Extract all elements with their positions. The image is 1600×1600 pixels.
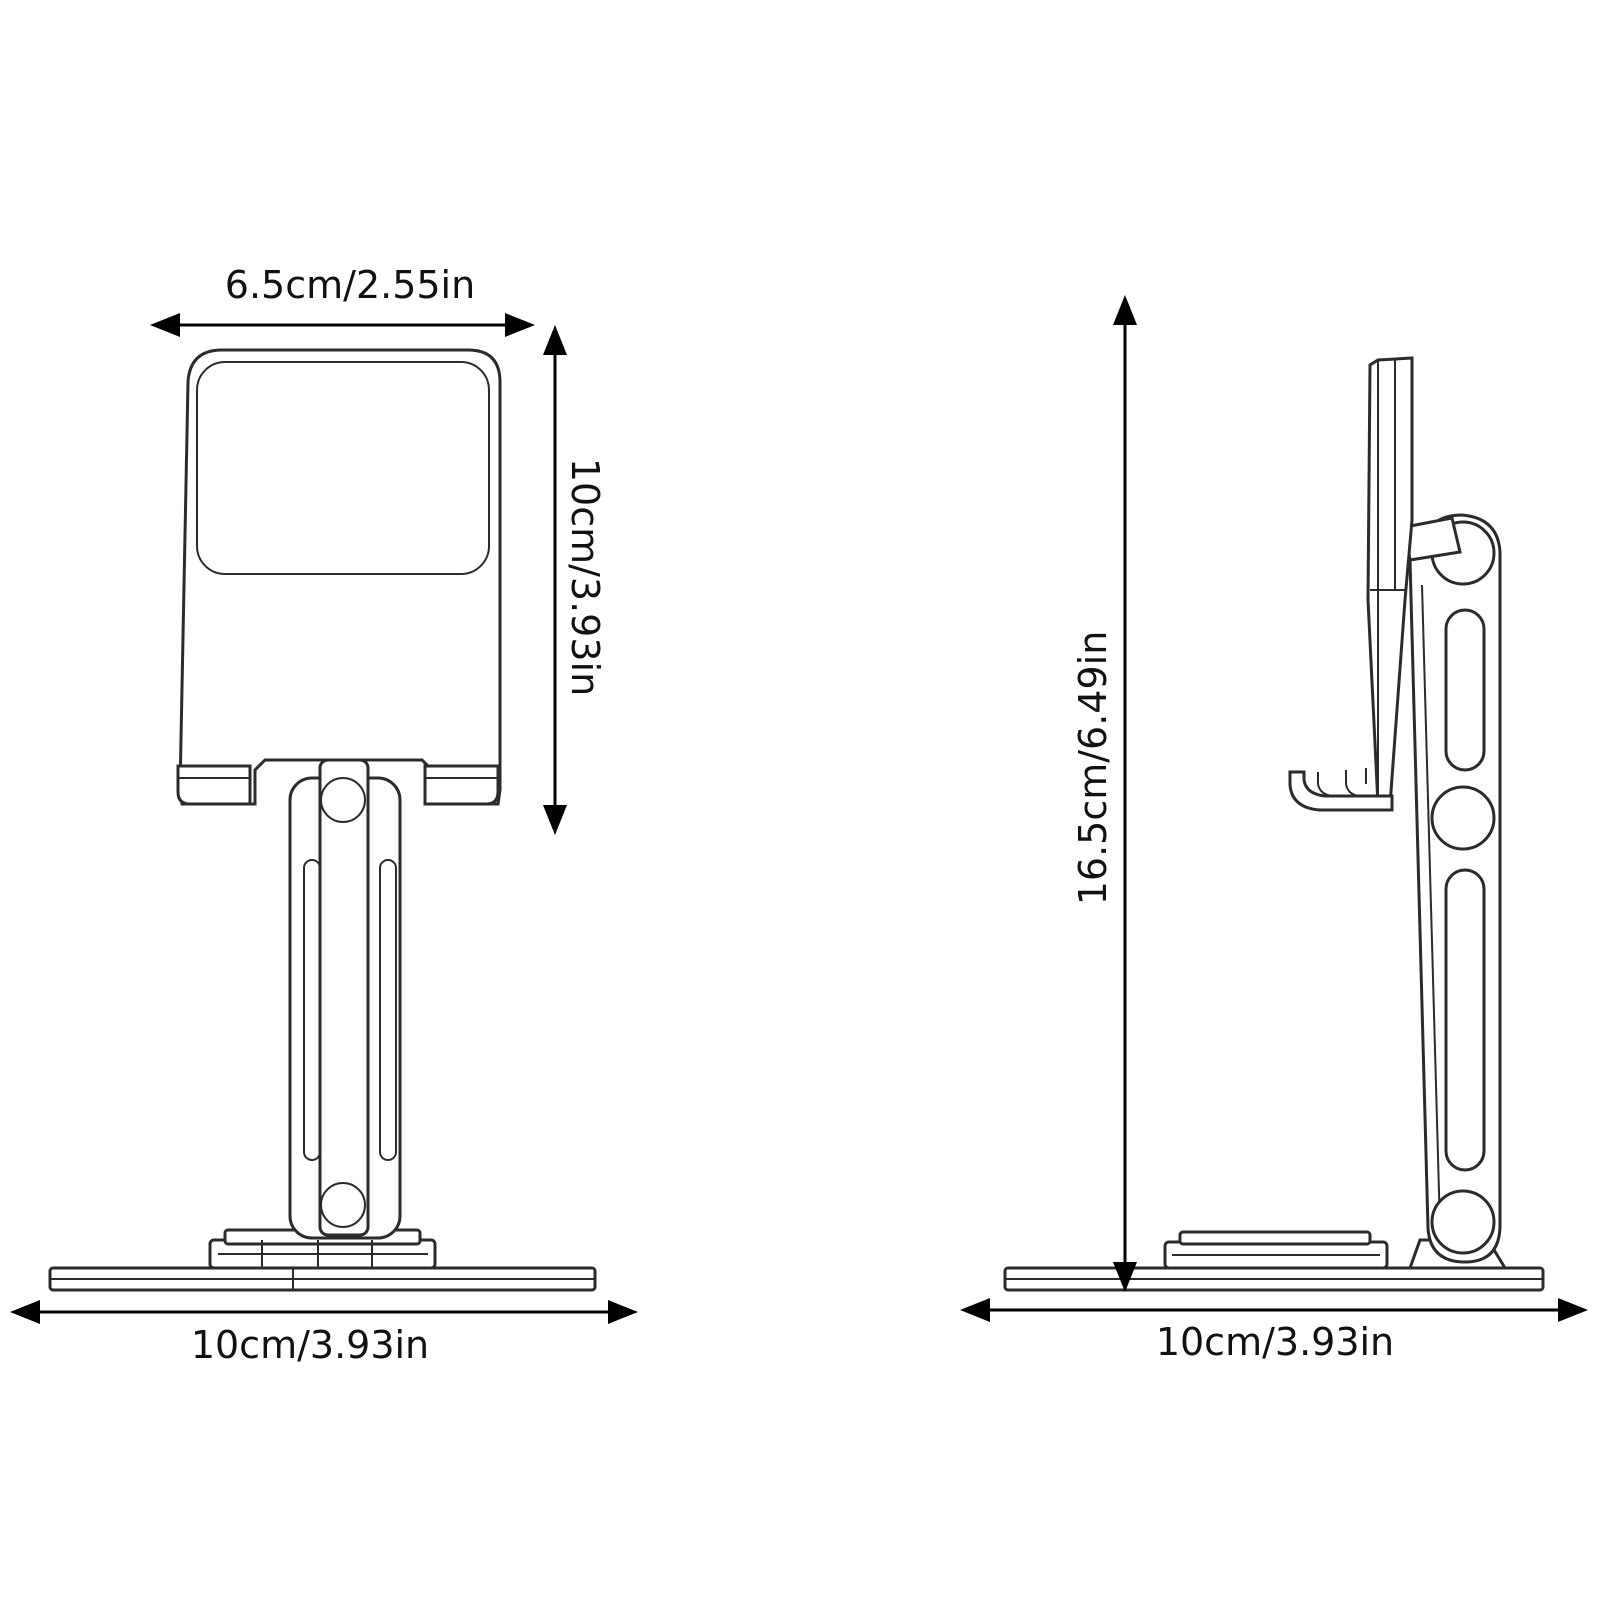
front-base-plate	[48, 1266, 597, 1292]
front-top-width-dimension: 6.5cm/2.55in	[150, 263, 535, 337]
front-base-width-label: 10cm/3.93in	[191, 1323, 429, 1367]
front-view: 6.5cm/2.55in 10cm/3.93in 10cm/3.93in	[10, 263, 638, 1367]
front-phone-holder	[176, 348, 502, 806]
front-base-width-dimension: 10cm/3.93in	[10, 1300, 638, 1367]
side-base-width-dimension: 10cm/3.93in	[960, 1298, 1588, 1364]
front-height-label: 10cm/3.93in	[563, 458, 607, 696]
side-height-label: 16.5cm/6.49in	[1071, 631, 1115, 906]
side-support-arm	[1408, 513, 1502, 1264]
side-height-dimension: 16.5cm/6.49in	[1071, 295, 1137, 1292]
front-rotating-disk	[208, 1228, 437, 1270]
side-phone-holder	[1288, 356, 1414, 812]
front-height-dimension: 10cm/3.93in	[543, 325, 607, 835]
side-view: 16.5cm/6.49in 10cm/3.93in	[960, 295, 1588, 1364]
side-hinge-connector	[1403, 516, 1462, 562]
side-rotating-disk	[1163, 1230, 1389, 1270]
side-base-width-label: 10cm/3.93in	[1156, 1320, 1394, 1364]
front-support-arm	[288, 758, 402, 1240]
side-base-plate	[1003, 1266, 1545, 1292]
front-top-width-label: 6.5cm/2.55in	[225, 263, 475, 307]
